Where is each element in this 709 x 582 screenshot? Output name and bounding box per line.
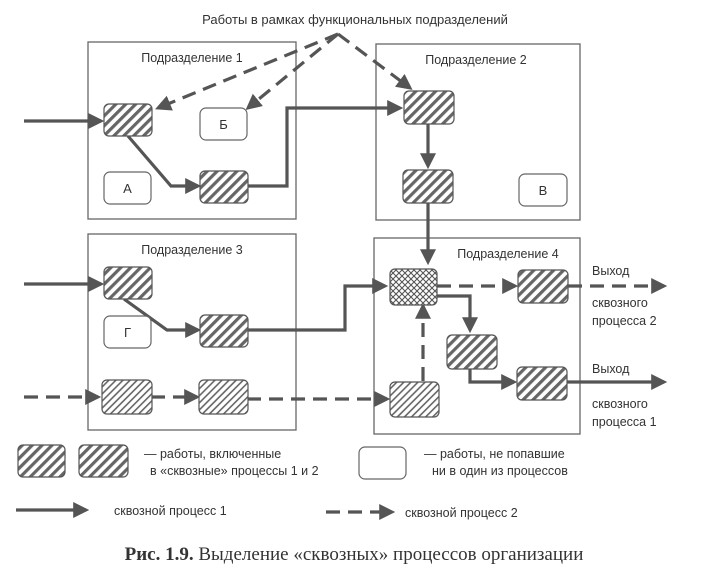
caption-number: Рис. 1.9. xyxy=(125,544,194,565)
work-d3-entry xyxy=(103,266,153,300)
division-1-title: Подразделение 1 xyxy=(141,51,243,65)
division-3-title: Подразделение 3 xyxy=(141,243,243,257)
figure-caption: Рис. 1.9. Выделение «сквозных» процессов… xyxy=(125,544,584,565)
work-d1-mid xyxy=(199,170,249,204)
work-d4-mid xyxy=(446,334,498,370)
division-2-title: Подразделение 2 xyxy=(425,53,527,67)
legend-excluded-line-1: — работы, не попавшие xyxy=(424,447,565,461)
work-d4-junction xyxy=(389,268,438,306)
work-d4-p1-out xyxy=(516,366,568,401)
legend-swatch-hatch-1 xyxy=(17,444,66,478)
output-process-2: Выход сквозного процесса 2 xyxy=(592,264,657,328)
legend: — работы, включенные в «сквозные» процес… xyxy=(16,444,568,520)
header-note: Работы в рамках функциональных подраздел… xyxy=(202,12,508,27)
work-v-label: В xyxy=(539,183,548,198)
process-1-connectors xyxy=(24,100,668,390)
work-a xyxy=(103,171,152,205)
legend-included-line-2: в «сквозные» процессы 1 и 2 xyxy=(150,464,319,478)
output-1-line-2: сквозного xyxy=(592,397,648,411)
output-1-line-1: Выход xyxy=(592,362,630,376)
output-2-line-2: сквозного xyxy=(592,296,648,310)
work-d2-mid xyxy=(402,169,454,204)
caption-text: Выделение «сквозных» процессов организац… xyxy=(194,544,584,565)
output-2-line-1: Выход xyxy=(592,264,630,278)
work-v xyxy=(518,173,568,207)
work-b-label: Б xyxy=(219,117,228,132)
legend-excluded-line-2: ни в один из процессов xyxy=(432,464,568,478)
work-a-label: А xyxy=(123,181,132,196)
work-d3-p2-b xyxy=(198,379,249,415)
work-g-label: Г xyxy=(124,325,131,340)
output-2-line-3: процесса 2 xyxy=(592,314,657,328)
output-process-1: Выход сквозного процесса 1 xyxy=(592,362,657,429)
division-4-box xyxy=(373,237,581,435)
division-4-title: Подразделение 4 xyxy=(457,247,559,261)
work-d2-top xyxy=(403,90,455,125)
legend-swatch-hatch-2 xyxy=(78,444,129,478)
work-b xyxy=(199,107,248,141)
work-d4-p2-in xyxy=(389,381,440,418)
division-2-box xyxy=(375,43,581,221)
process-2-connectors xyxy=(24,278,668,407)
division-1-box xyxy=(87,41,297,220)
work-d1-entry xyxy=(103,103,153,137)
work-d4-p2-out xyxy=(517,269,569,304)
work-g xyxy=(103,315,152,349)
work-d3-p2-a xyxy=(101,379,153,415)
legend-process-1-label: сквозной процесс 1 xyxy=(114,504,227,518)
legend-process-2-label: сквозной процесс 2 xyxy=(405,506,518,520)
legend-swatch-plain xyxy=(358,446,407,480)
header-pointers xyxy=(155,32,413,111)
work-d3-mid xyxy=(199,314,249,348)
division-3-box xyxy=(87,233,297,431)
legend-included-line-1: — работы, включенные xyxy=(144,447,281,461)
output-1-line-3: процесса 1 xyxy=(592,415,657,429)
